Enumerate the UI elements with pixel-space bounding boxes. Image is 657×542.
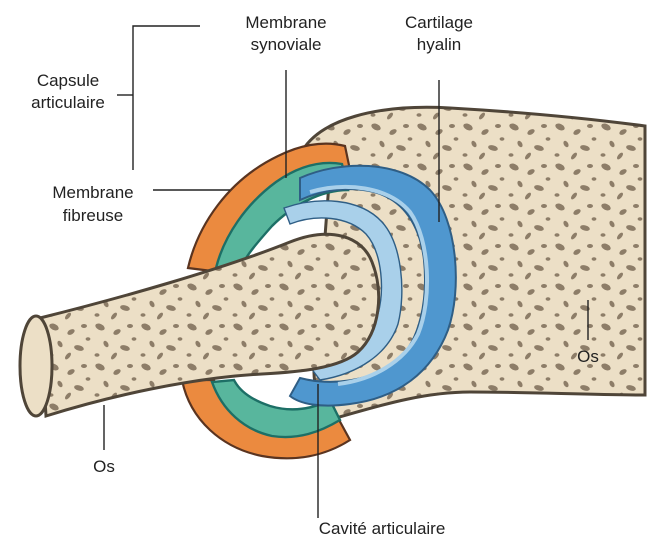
label-bone-right: Os <box>577 347 599 366</box>
label-cavity: Cavité articulaire <box>319 519 446 538</box>
label-capsule-line1: Capsule <box>37 71 99 90</box>
label-cartilage-line1: Cartilage <box>405 13 473 32</box>
label-capsule-line2: articulaire <box>31 93 105 112</box>
label-cartilage-line2: hyalin <box>417 35 461 54</box>
label-bone-left: Os <box>93 457 115 476</box>
capsule-bracket <box>133 26 200 170</box>
label-fibrous-line2: fibreuse <box>63 206 123 225</box>
left-bone-end <box>20 316 52 416</box>
label-fibrous-line1: Membrane <box>52 183 133 202</box>
label-synovial-line1: Membrane <box>245 13 326 32</box>
label-synovial-line2: synoviale <box>251 35 322 54</box>
